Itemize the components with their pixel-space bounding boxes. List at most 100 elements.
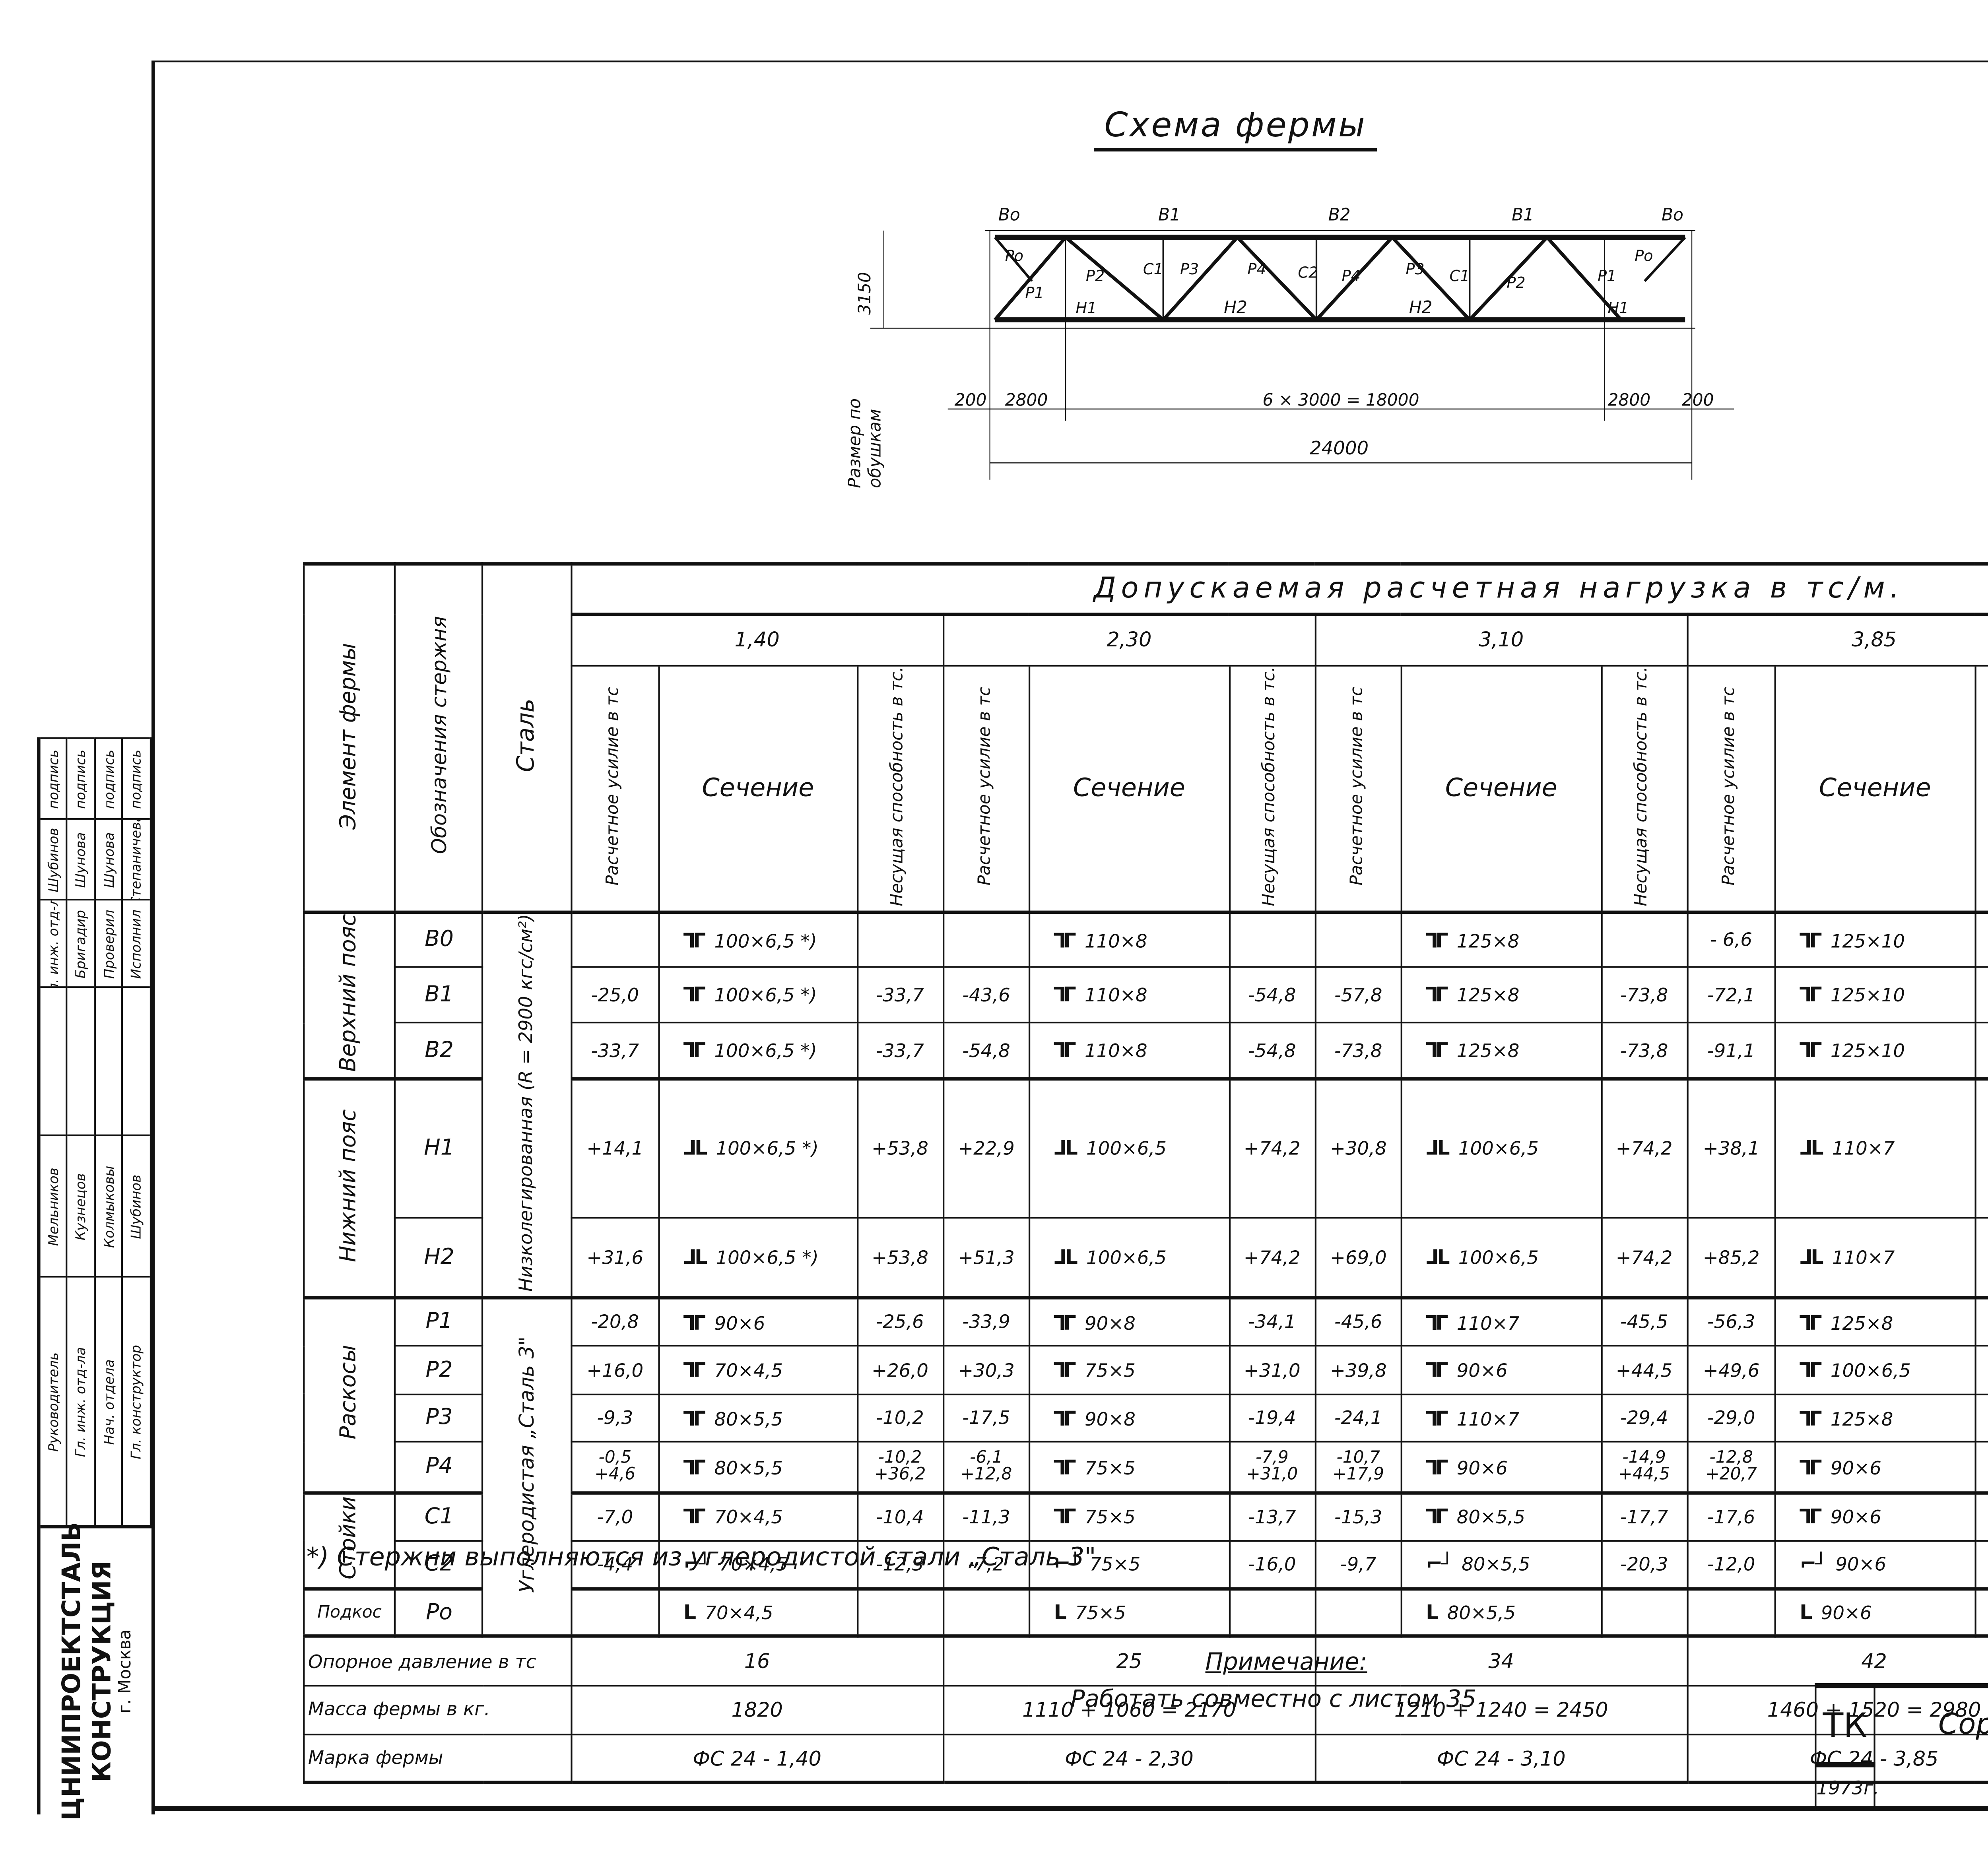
section-size: 125×8 — [1456, 930, 1520, 952]
node-label: В1 — [1158, 205, 1180, 225]
summary-value: 25 — [942, 1635, 1316, 1686]
dim-label: 200 — [1682, 390, 1714, 409]
double-angle-icon: ⅂Γ — [1054, 983, 1076, 1007]
title-line-2: пролетом 24 м. — [1875, 1749, 1988, 1796]
load-capacity — [1974, 1588, 1988, 1637]
design-force: -91,1 — [1686, 1022, 1776, 1079]
load-capacity: -14,9+44,5 — [1974, 1441, 1988, 1494]
double-angle-icon: ⅂Γ — [1426, 1358, 1448, 1382]
load-capacity — [1600, 911, 1688, 969]
node-label: Во — [1662, 205, 1683, 225]
load-capacity: +74,2 — [1228, 1077, 1316, 1218]
load-capacity: +31,0 — [1228, 1345, 1316, 1395]
load-capacity: +74,2 — [1228, 1216, 1316, 1299]
double-angle-icon: ⅂Γ — [1800, 1358, 1822, 1382]
load-capacity: -25,6 — [856, 1297, 944, 1347]
section-profile: ⌐┘70×4,5 — [658, 1540, 858, 1590]
section-size: 110×7 — [1456, 1312, 1520, 1335]
design-force — [570, 1588, 660, 1637]
section-size: 70×4,5 — [714, 1360, 783, 1382]
double-angle-icon: ⅂Γ — [1800, 1406, 1822, 1430]
title-block-title: Сортамент стропильных ферм пролетом 24 м… — [1875, 1688, 1988, 1811]
stamp-cell: подпись — [67, 737, 95, 818]
section-size: 75×5 — [1075, 1602, 1126, 1625]
section-header: Сечение — [1400, 664, 1602, 913]
header-element: Элемент фермы — [303, 563, 396, 914]
design-force: -4,4 — [570, 1540, 660, 1590]
load-capacity: -10,2+36,2 — [856, 1441, 944, 1494]
section-profile: ⌐┘80×5,5 — [1400, 1540, 1602, 1590]
member-label: С1 — [1143, 260, 1163, 278]
member-id: В1 — [394, 966, 484, 1024]
load-capacity: -17,7 — [1600, 1492, 1688, 1542]
section-size: 90×6 — [1821, 1602, 1872, 1625]
stamp-cell: Мельников — [40, 1134, 66, 1276]
load-capacity: +44,5 — [1600, 1345, 1688, 1395]
summary-value: 42 — [1686, 1635, 1988, 1686]
summary-value: ФС 24 - 3,10 — [1314, 1733, 1688, 1785]
double-angle-icon: ⅂Γ — [1054, 1406, 1076, 1430]
node-label: Во — [998, 205, 1020, 225]
double-angle-icon: ⅂Γ — [683, 928, 706, 952]
double-angle-icon: ⅂Γ — [1426, 1038, 1448, 1062]
design-force: -43,6 — [942, 966, 1031, 1024]
summary-row: Опорное давление в тс1625344252 — [303, 1635, 1988, 1686]
design-force: +31,6 — [570, 1216, 660, 1299]
design-force: -73,8 — [1314, 1022, 1402, 1079]
capacity-header: Несущая способность в тс. — [1974, 664, 1988, 913]
double-angle-icon: ⅂Γ — [683, 983, 706, 1007]
side-label: обушкам — [865, 409, 884, 488]
section-profile: ⌐┘75×5 — [1028, 1540, 1230, 1590]
design-force: -54,8 — [942, 1022, 1031, 1079]
single-angle-icon: L — [1426, 1600, 1439, 1625]
double-angle-icon: ⅂Γ — [1426, 1406, 1448, 1430]
double-angle-icon: ⅂Γ — [1426, 1455, 1448, 1479]
double-angle-icon: ⅂Γ — [1800, 1038, 1822, 1062]
design-force: +39,8 — [1314, 1345, 1402, 1395]
section-profile: ⅂Γ 110×8 — [1028, 966, 1230, 1024]
section-size: 100×6,5 — [1458, 1247, 1539, 1269]
design-force: -33,7 — [570, 1022, 660, 1079]
stamp-cell: Проверил — [96, 898, 121, 986]
stamp-cell — [96, 986, 121, 1135]
design-force: +30,8 — [1314, 1077, 1402, 1218]
section-size: 90×6 — [1456, 1457, 1508, 1479]
dim-label: 2800 — [1005, 390, 1048, 409]
steel-carbon: Углеродистая „Сталь 3" — [482, 1297, 572, 1637]
design-force: +85,2 — [1686, 1216, 1776, 1299]
member-label: Р3 — [1180, 260, 1199, 278]
double-angle-down-icon: ⅃L — [1800, 1137, 1824, 1160]
double-angle-icon: ⅂Γ — [1800, 1505, 1822, 1529]
table-row: С2-4,4⌐┘70×4,5-12,3-7,2⌐┘75×5-16,0-9,7⌐┘… — [304, 1540, 1988, 1590]
design-force: -11,3 — [942, 1492, 1031, 1542]
double-angle-icon: ⅂Γ — [1054, 1038, 1076, 1062]
section-size: 90×8 — [1085, 1408, 1136, 1430]
section-size: 70×4,5 — [705, 1602, 773, 1625]
element-group: Нижний пояс — [303, 1077, 396, 1299]
design-force — [1686, 1588, 1776, 1637]
load-capacity: -91,1 — [1974, 966, 1988, 1024]
double-angle-icon: ⅂Γ — [1426, 928, 1448, 952]
section-size: 110×8 — [1085, 985, 1147, 1007]
design-force: -7,0 — [570, 1492, 660, 1542]
force-header: Расчетное усилие в тс — [942, 664, 1031, 913]
